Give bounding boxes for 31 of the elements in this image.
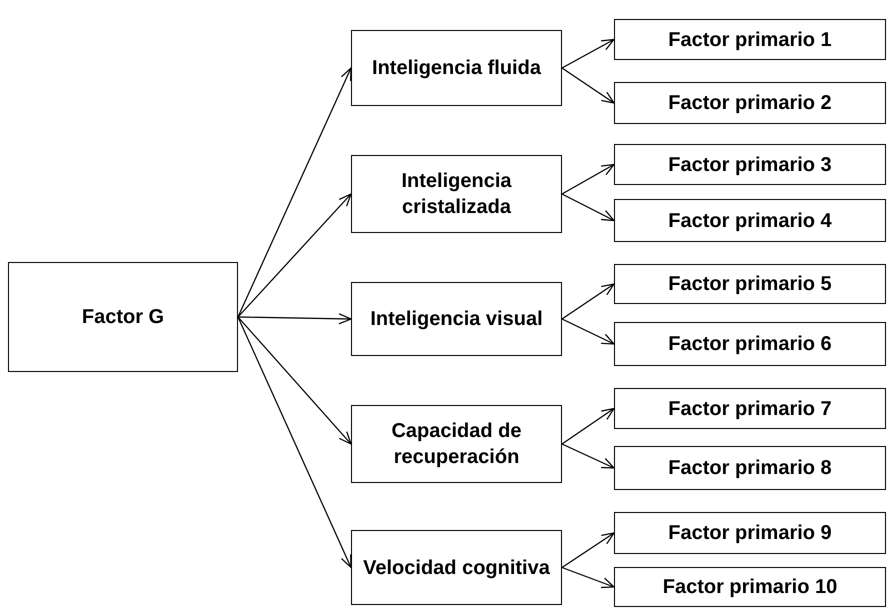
process-box: Factor primario 6 bbox=[614, 322, 886, 366]
process-box: Factor primario 2 bbox=[614, 82, 886, 124]
process-box: Factor primario 3 bbox=[614, 144, 886, 185]
arrow bbox=[562, 283, 615, 320]
arrow bbox=[238, 313, 352, 324]
process-box: Factor primario 10 bbox=[614, 567, 886, 607]
arrow bbox=[562, 532, 615, 568]
process-box: Factor G bbox=[8, 262, 238, 372]
arrow bbox=[562, 318, 615, 345]
arrow bbox=[562, 68, 615, 104]
process-box: Inteligencia fluida bbox=[351, 30, 562, 106]
process-box: Capacidad de recuperación bbox=[351, 405, 562, 483]
arrow bbox=[562, 164, 615, 195]
process-box: Factor primario 9 bbox=[614, 512, 886, 554]
arrow bbox=[562, 408, 615, 444]
arrow bbox=[238, 193, 352, 318]
process-box: Inteligencia cristalizada bbox=[351, 155, 562, 233]
process-box: Factor primario 7 bbox=[614, 388, 886, 429]
arrow bbox=[237, 67, 352, 318]
process-box: Inteligencia visual bbox=[351, 282, 562, 356]
process-box: Factor primario 8 bbox=[614, 446, 886, 490]
arrow bbox=[562, 566, 615, 588]
process-box: Factor primario 4 bbox=[614, 199, 886, 242]
arrow bbox=[562, 443, 615, 469]
process-box: Velocidad cognitiva bbox=[351, 530, 562, 605]
arrow bbox=[238, 316, 352, 445]
arrow bbox=[237, 316, 352, 568]
process-box: Factor primario 1 bbox=[614, 19, 886, 60]
arrow bbox=[562, 38, 615, 69]
arrow bbox=[562, 193, 615, 222]
process-box: Factor primario 5 bbox=[614, 264, 886, 304]
